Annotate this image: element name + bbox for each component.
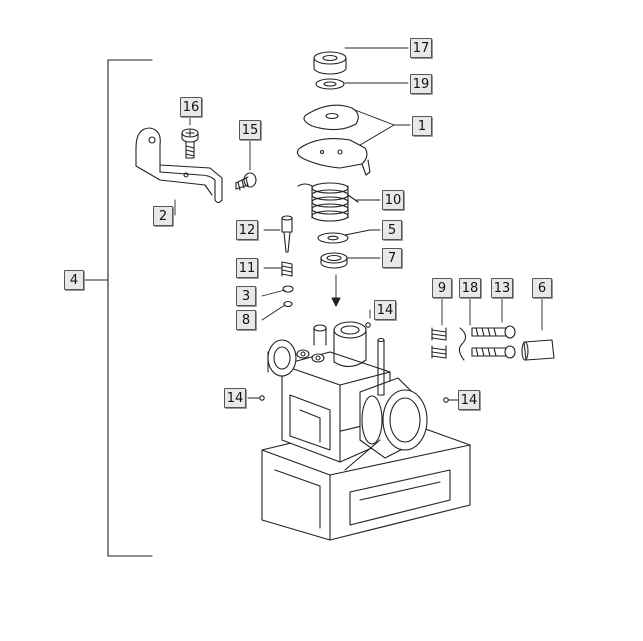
part-10-spring: [297, 182, 359, 222]
part-16-screw: [181, 128, 199, 159]
callout-18[interactable]: 18: [459, 278, 481, 298]
callout-2[interactable]: 2: [153, 206, 173, 226]
part-11-spring: [281, 261, 293, 277]
callout-13[interactable]: 13: [491, 278, 513, 298]
callout-5[interactable]: 5: [382, 220, 402, 240]
callout-11[interactable]: 11: [236, 258, 258, 278]
part-12-needle: [281, 215, 293, 253]
part-1-throttle-cam: [296, 104, 371, 176]
callout-10[interactable]: 10: [382, 190, 404, 210]
callout-3[interactable]: 3: [236, 286, 256, 306]
part-2-bracket: [135, 127, 223, 204]
part-8-oring: [283, 300, 293, 308]
part-14-ball-right: [443, 397, 449, 403]
arrow-head: [331, 297, 341, 307]
callout-19[interactable]: 19: [410, 74, 432, 94]
part-13-screws: [471, 325, 516, 359]
callout-16[interactable]: 16: [180, 97, 202, 117]
callout-9[interactable]: 9: [432, 278, 452, 298]
throttle-body-main: [261, 321, 471, 541]
part-9-springs: [431, 327, 447, 359]
callout-14-right[interactable]: 14: [458, 390, 480, 410]
callout-17[interactable]: 17: [410, 38, 432, 58]
callout-4[interactable]: 4: [64, 270, 84, 290]
callout-8[interactable]: 8: [236, 310, 256, 330]
callout-1[interactable]: 1: [412, 116, 432, 136]
leader-lines: [174, 47, 543, 401]
part-14-ball-left: [259, 395, 265, 401]
callout-6[interactable]: 6: [532, 278, 552, 298]
callout-7[interactable]: 7: [382, 248, 402, 268]
part-17-collar: [313, 51, 347, 75]
part-6-plug: [521, 339, 555, 361]
callout-14-left[interactable]: 14: [224, 388, 246, 408]
callout-14-top[interactable]: 14: [374, 300, 396, 320]
callout-15[interactable]: 15: [239, 120, 261, 140]
part-19-washer: [315, 78, 345, 90]
part-5-washer: [317, 232, 349, 244]
callout-12[interactable]: 12: [236, 220, 258, 240]
assembly-bracket-4: [84, 59, 153, 557]
part-18-seal: [458, 327, 467, 361]
part-15-screw: [235, 172, 257, 191]
part-3-oring: [282, 285, 294, 293]
part-14-ball-top: [365, 322, 371, 328]
part-7-bearing: [320, 252, 348, 269]
